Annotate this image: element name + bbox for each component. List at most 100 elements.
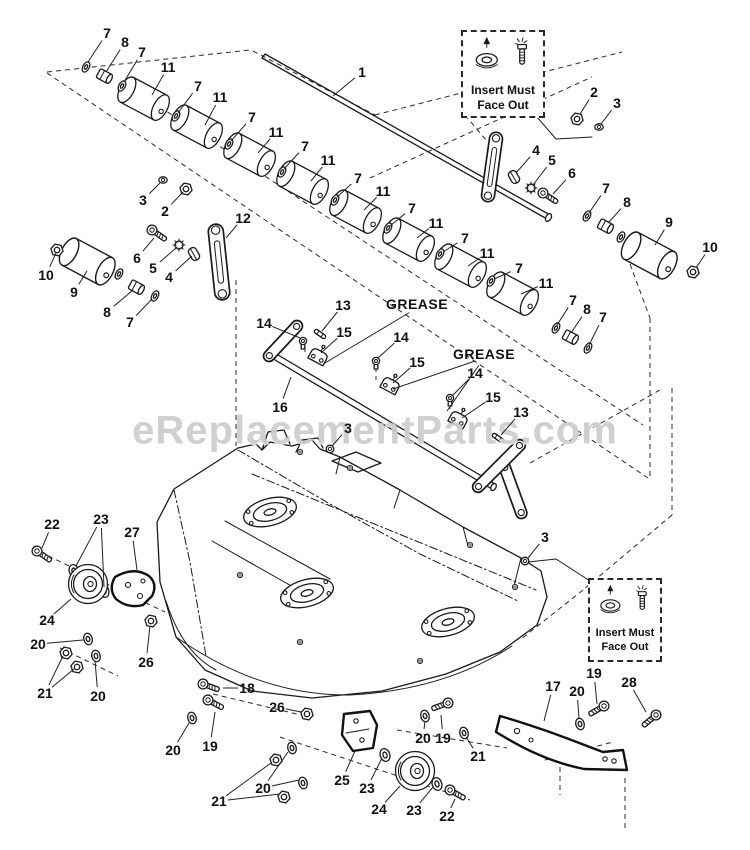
part-callout-6: 6 <box>133 250 141 266</box>
part-callout-8: 8 <box>623 194 631 210</box>
part-callout-20: 20 <box>165 742 181 758</box>
insert-note-line1: Insert Must <box>595 627 655 639</box>
part-callout-7: 7 <box>408 200 416 216</box>
insert-note-line2: Face Out <box>477 98 529 113</box>
part-callout-3: 3 <box>541 529 549 545</box>
watermark: eReplacementParts.com <box>132 408 618 453</box>
part-callout-7: 7 <box>602 180 610 196</box>
part-callout-8: 8 <box>121 34 129 50</box>
part-callout-7: 7 <box>248 109 256 125</box>
part-callout-23: 23 <box>406 802 422 818</box>
roller-rod <box>261 53 553 223</box>
part-callout-7: 7 <box>354 170 362 186</box>
insert-note-box: Insert Must Face Out <box>461 30 545 118</box>
wheel-bracket-left <box>110 570 156 608</box>
insert-note-line2: Face Out <box>601 641 649 654</box>
part-callout-10: 10 <box>38 267 54 283</box>
part-callout-7: 7 <box>194 78 202 94</box>
part-callout-22: 22 <box>44 516 60 532</box>
part-callout-13: 13 <box>335 297 351 313</box>
part-callout-11: 11 <box>212 89 228 105</box>
part-callout-15: 15 <box>336 324 352 340</box>
part-callout-16: 16 <box>272 399 288 415</box>
part-callout-14: 14 <box>256 315 272 331</box>
part-callout-4: 4 <box>165 269 173 285</box>
part-callout-24: 24 <box>371 801 387 817</box>
insert-box-leaders <box>527 116 593 582</box>
part-callout-11: 11 <box>375 183 391 199</box>
hanger-bracket <box>207 223 231 301</box>
hanger-bracket <box>480 131 504 203</box>
part-callout-20: 20 <box>415 730 431 746</box>
part-callout-21: 21 <box>470 748 486 764</box>
part-callout-19: 19 <box>586 665 602 681</box>
part-callout-11: 11 <box>538 275 554 291</box>
part-callout-7: 7 <box>301 138 309 154</box>
part-callout-19: 19 <box>202 738 218 754</box>
part-callout-7: 7 <box>126 314 134 330</box>
part-callout-17: 17 <box>545 678 561 694</box>
part-callout-7: 7 <box>103 25 111 41</box>
part-callout-7: 7 <box>461 230 469 246</box>
wheel-bracket-bottom <box>340 709 379 753</box>
part-callout-7: 7 <box>569 292 577 308</box>
part-callout-1: 1 <box>358 64 366 80</box>
part-callout-19: 19 <box>435 730 451 746</box>
part-callout-20: 20 <box>255 780 271 796</box>
part-callout-28: 28 <box>621 674 637 690</box>
grease-label: GREASE <box>452 346 516 362</box>
part-callout-15: 15 <box>485 389 501 405</box>
part-callout-24: 24 <box>39 612 55 628</box>
hanger-bracket <box>262 319 304 363</box>
grease-label: GREASE <box>385 296 449 312</box>
part-callout-4: 4 <box>532 142 540 158</box>
part-callout-25: 25 <box>334 772 350 788</box>
part-callout-20: 20 <box>30 636 46 652</box>
part-callout-21: 21 <box>211 793 227 809</box>
part-callout-12: 12 <box>235 210 251 226</box>
part-callout-7: 7 <box>515 260 523 276</box>
part-callout-7: 7 <box>599 309 607 325</box>
part-callout-9: 9 <box>70 284 78 300</box>
part-callout-23: 23 <box>93 511 109 527</box>
part-callout-21: 21 <box>37 685 53 701</box>
insert-note-box: Insert Must Face Out <box>588 578 662 662</box>
part-callout-6: 6 <box>568 165 576 181</box>
part-callout-3: 3 <box>344 420 352 436</box>
part-callout-8: 8 <box>103 304 111 320</box>
part-callout-3: 3 <box>613 95 621 111</box>
part-callout-11: 11 <box>320 152 336 168</box>
part-callout-15: 15 <box>409 354 425 370</box>
skid-bar <box>494 714 629 772</box>
part-callout-23: 23 <box>359 780 375 796</box>
dashed-alignment-lines <box>39 49 673 828</box>
hanger-bracket <box>471 438 527 494</box>
insert-direction-icon <box>600 584 648 614</box>
part-callout-2: 2 <box>590 84 598 100</box>
part-callout-18: 18 <box>239 680 255 696</box>
insert-direction-icon <box>475 36 528 69</box>
part-callout-26: 26 <box>138 654 154 670</box>
insert-note-line1: Insert Must <box>470 83 535 97</box>
part-callout-27: 27 <box>124 524 140 540</box>
part-callout-11: 11 <box>268 124 284 140</box>
hardware-parts <box>29 59 701 805</box>
part-callout-14: 14 <box>393 329 409 345</box>
part-callout-9: 9 <box>665 214 673 230</box>
part-callout-11: 11 <box>160 59 176 75</box>
part-callout-11: 11 <box>428 215 444 231</box>
part-callout-2: 2 <box>161 203 169 219</box>
part-callout-20: 20 <box>569 683 585 699</box>
part-callout-26: 26 <box>269 699 285 715</box>
part-callout-10: 10 <box>702 239 718 255</box>
part-callout-5: 5 <box>149 260 157 276</box>
part-callout-3: 3 <box>139 192 147 208</box>
part-callout-8: 8 <box>583 301 591 317</box>
part-callout-5: 5 <box>548 152 556 168</box>
part-callout-11: 11 <box>479 245 495 261</box>
part-callout-14: 14 <box>467 365 483 381</box>
